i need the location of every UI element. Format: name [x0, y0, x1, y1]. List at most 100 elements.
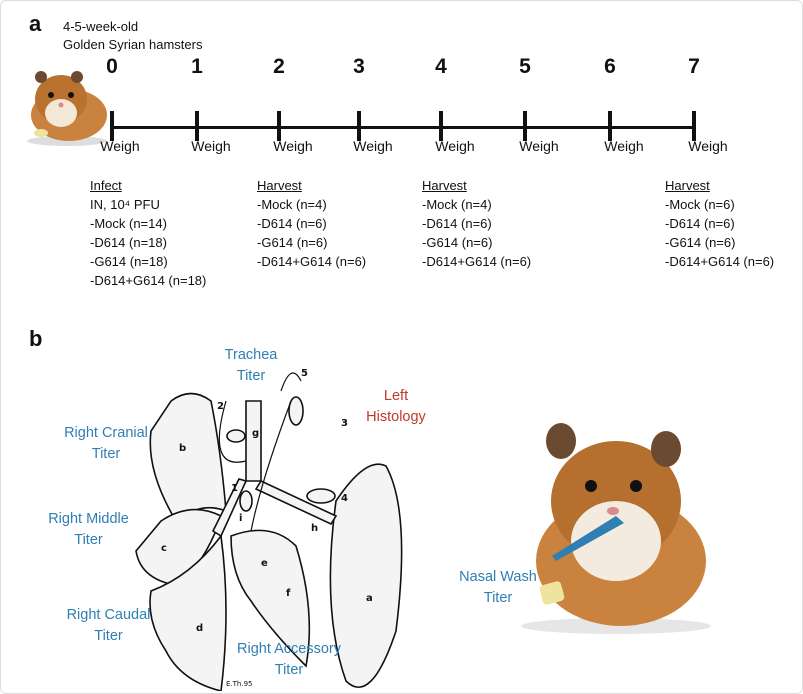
hamster-image-small: [27, 71, 107, 146]
panel-a-subtitle: 4-5-week-old Golden Syrian hamsters: [63, 18, 202, 54]
timeline-tick: [439, 111, 443, 141]
day-label: 7: [688, 55, 700, 78]
timepoint-group: Harvest -Mock (n=4) -D614 (n=6) -G614 (n=6)…: [257, 176, 366, 271]
label-line: Titer: [94, 628, 123, 644]
lobe-letter: a: [366, 593, 373, 604]
weigh-label: Weigh: [100, 138, 140, 154]
timeline-tick: [692, 111, 696, 141]
panel-a-label: a: [29, 11, 42, 36]
label-line: Trachea: [224, 347, 278, 363]
group-heading: Harvest: [665, 178, 710, 193]
node-number: 5: [301, 368, 308, 379]
group-line: -Mock (n=6): [665, 197, 735, 212]
lobe-e-f: [230, 529, 311, 668]
group-line: -G614 (n=6): [665, 235, 736, 250]
lobe-letter: h: [311, 523, 318, 534]
group-line: -G614 (n=18): [90, 254, 168, 269]
label-line: Titer: [91, 446, 121, 462]
label-line: Titer: [74, 532, 103, 548]
signature: E.Th.95: [226, 680, 253, 688]
lobe-b: [149, 392, 227, 523]
lobe-letter: d: [196, 623, 203, 634]
bronchus-left: [254, 479, 338, 526]
label-line: Titer: [274, 662, 304, 678]
label-line: Titer: [236, 368, 266, 384]
label-line: Right Accessory: [237, 641, 341, 657]
timeline-tick: [357, 111, 361, 141]
group-line: -D614 (n=6): [257, 216, 327, 231]
timepoint-group: Harvest -Mock (n=4) -D614 (n=6) -G614 (n=6)…: [422, 176, 531, 271]
label-line: Right Cranial: [64, 425, 148, 441]
label-line: Histology: [366, 409, 426, 425]
group-line: IN, 10⁴ PFU: [90, 197, 160, 212]
group-heading: Harvest: [257, 178, 302, 193]
weigh-label: Weigh: [435, 138, 475, 154]
group-line: -D614+G614 (n=6): [257, 254, 367, 269]
day-label: 4: [435, 55, 447, 78]
timepoint-group: Harvest -Mock (n=6) -D614 (n=6) -G614 (n=6)…: [665, 176, 774, 271]
label-line: Right Caudal: [66, 607, 151, 623]
weigh-label: Weigh: [688, 138, 728, 154]
day-label: 3: [353, 55, 365, 78]
hamster-image-large: [521, 423, 711, 634]
node-number: 1: [231, 483, 238, 494]
panel-b-label: b: [29, 326, 43, 351]
group-line: -Mock (n=4): [257, 197, 327, 212]
timeline-tick: [608, 111, 612, 141]
group-heading: Infect: [90, 178, 122, 193]
lobe-letter: i: [239, 513, 242, 524]
group-line: -G614 (n=6): [422, 235, 493, 250]
bronchus-right: [211, 478, 248, 538]
lobe-d: [149, 533, 227, 691]
day-label: 1: [191, 55, 203, 78]
timeline-tick: [195, 111, 199, 141]
timeline-tick: [110, 111, 114, 141]
group-line: -D614 (n=6): [665, 216, 735, 231]
weigh-label: Weigh: [353, 138, 393, 154]
group-line: -D614 (n=6): [422, 216, 492, 231]
lobe-letter: g: [252, 428, 259, 439]
weigh-label: Weigh: [273, 138, 313, 154]
weigh-label: Weigh: [519, 138, 559, 154]
weigh-label: Weigh: [604, 138, 644, 154]
timeline-tick: [523, 111, 527, 141]
day-label: 6: [604, 55, 616, 78]
timeline-tick: [277, 111, 281, 141]
node-4: [306, 488, 336, 504]
group-line: -D614+G614 (n=6): [665, 254, 775, 269]
day-label: 2: [273, 55, 285, 78]
nasal-wash-pipette: [552, 516, 624, 561]
node-number: 2: [217, 401, 224, 412]
label-line: Right Middle: [48, 511, 129, 527]
node-number: 3: [341, 418, 348, 429]
group-line: -Mock (n=4): [422, 197, 492, 212]
subtitle-line: 4-5-week-old: [63, 19, 139, 34]
lobe-letter: c: [161, 543, 167, 554]
label-line: Left: [383, 388, 409, 404]
day-label: 5: [519, 55, 531, 78]
lobe-a: [329, 463, 403, 688]
weigh-label: Weigh: [191, 138, 231, 154]
lobe-letter: b: [179, 443, 186, 454]
timeline-axis: [112, 126, 695, 129]
group-line: -D614 (n=18): [90, 235, 167, 250]
subtitle-line: Golden Syrian hamsters: [63, 37, 203, 52]
group-heading: Harvest: [422, 178, 467, 193]
lobe-letter: e: [261, 558, 268, 569]
lobe-c: [135, 508, 222, 587]
lung-diagram: b c d e f a g h i 1 2 3 4 5 E.Th.95: [135, 368, 403, 691]
lobe-letter: f: [286, 588, 291, 599]
node-number: 4: [341, 493, 348, 504]
group-line: -G614 (n=6): [257, 235, 328, 250]
label-line: Nasal Wash: [459, 569, 537, 585]
label-line: Titer: [483, 590, 513, 606]
